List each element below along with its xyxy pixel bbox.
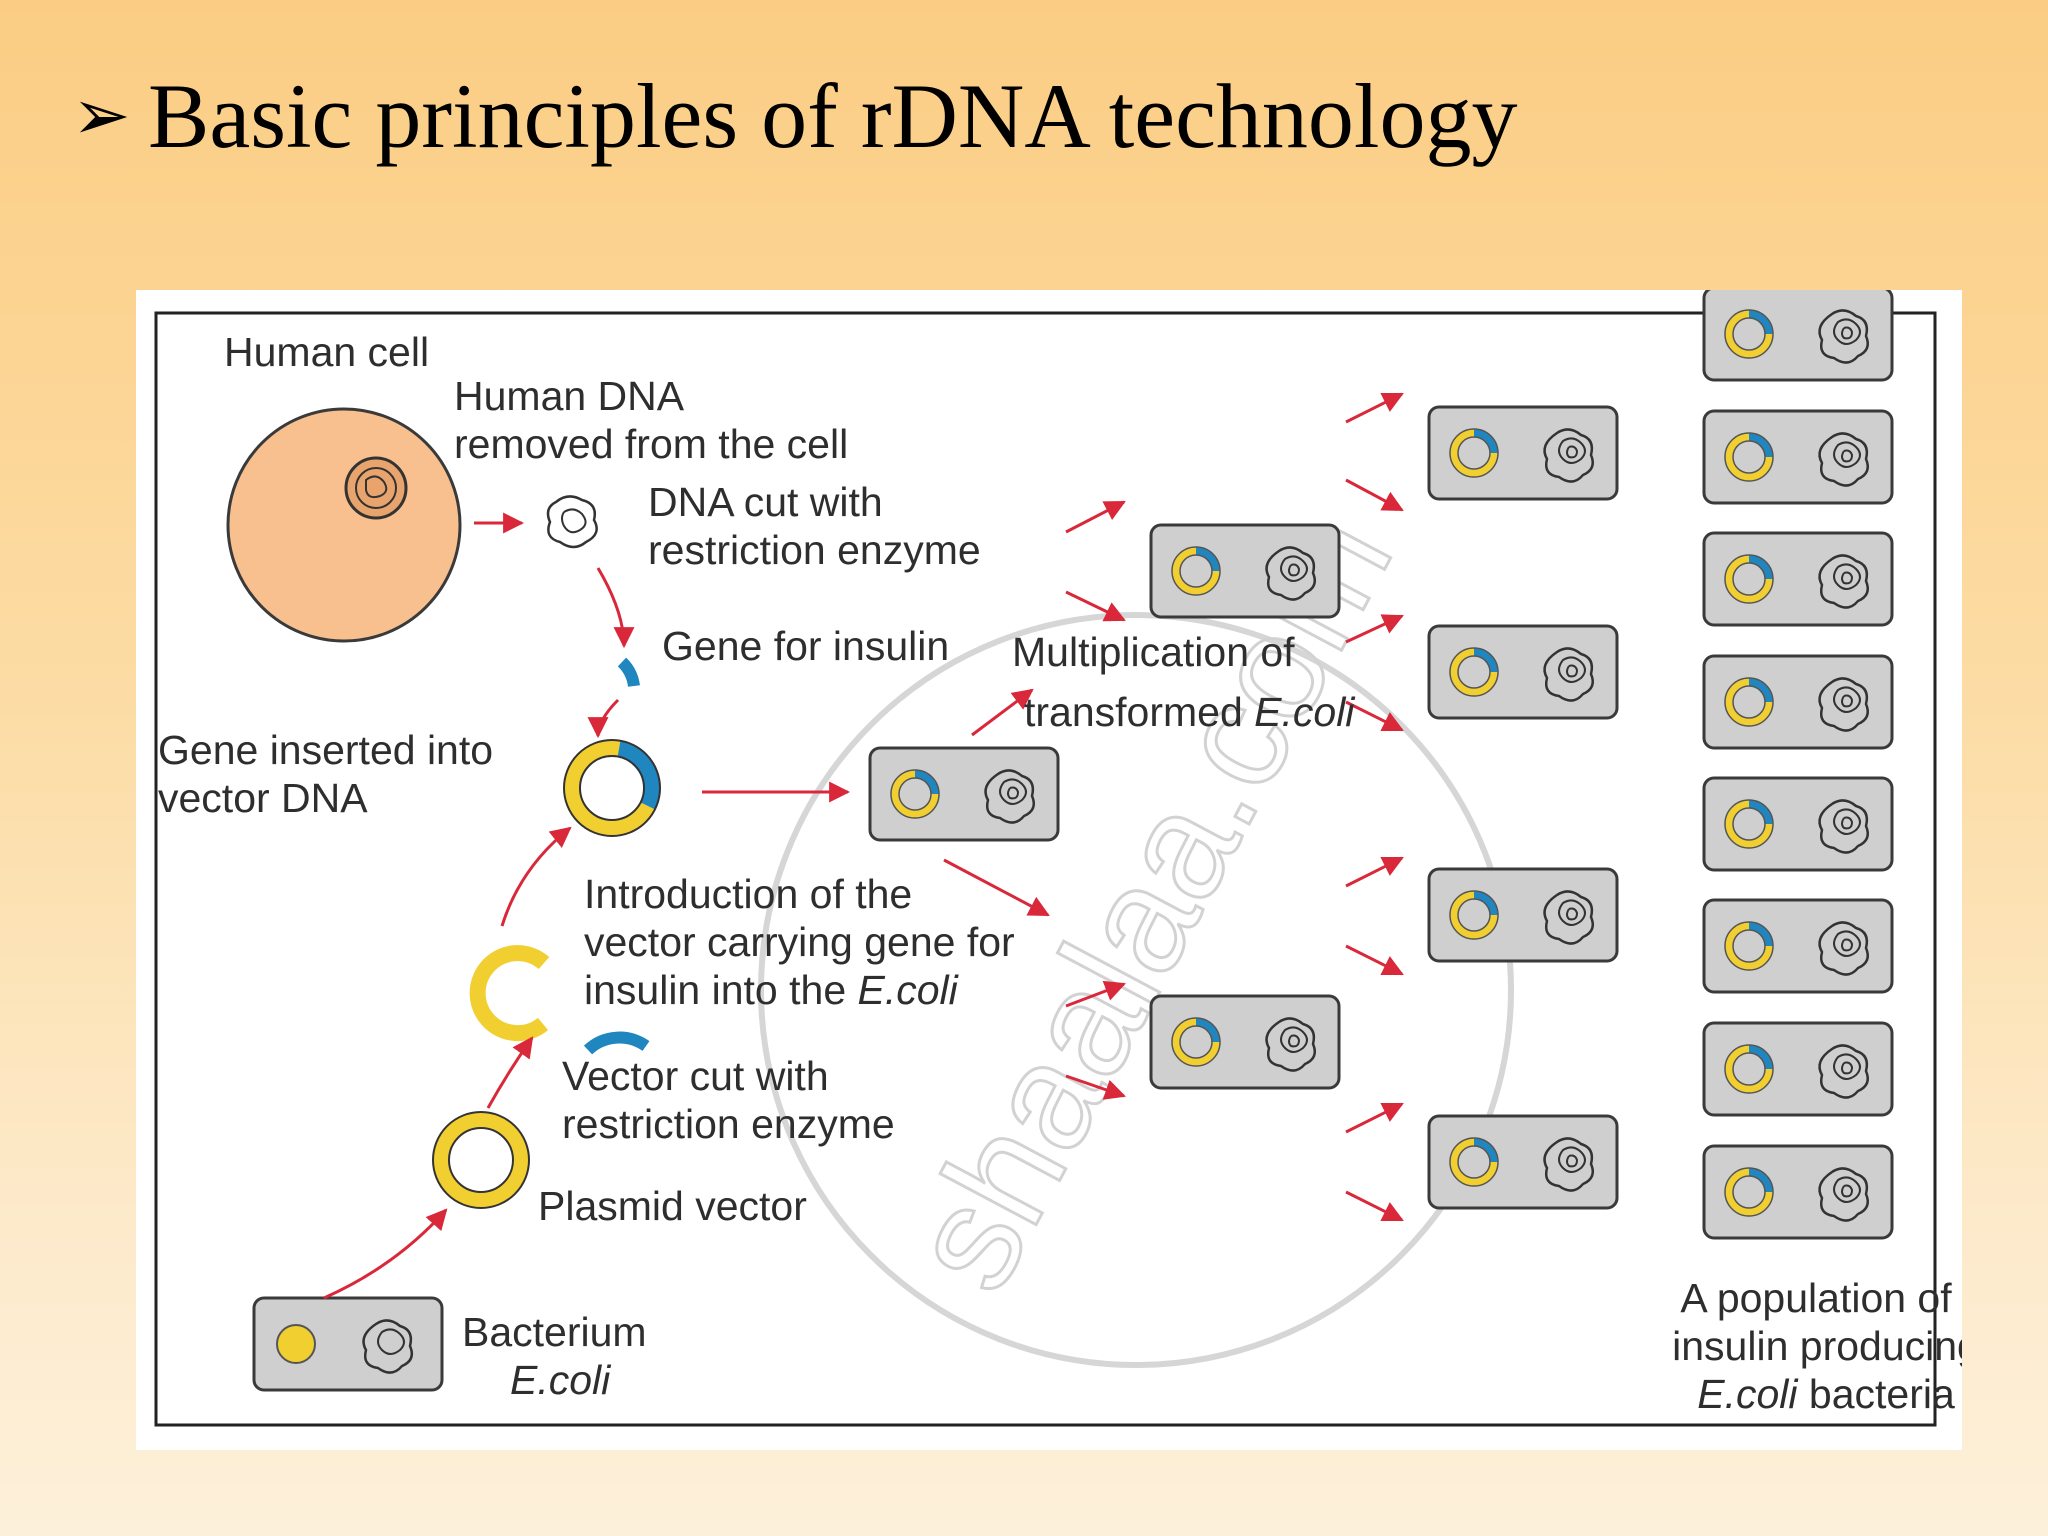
label-gene-inserted-2: vector DNA xyxy=(158,775,368,821)
bacterium-gen3 xyxy=(1704,1023,1892,1115)
label-vector-cut-1: Vector cut with xyxy=(562,1053,829,1099)
label-population-1: A population of xyxy=(1680,1275,1952,1321)
transformed-bacterium xyxy=(870,748,1058,840)
label-population-2: insulin producing xyxy=(1672,1323,1962,1369)
recombinant-plasmid xyxy=(563,739,661,837)
cut-plasmid xyxy=(469,945,550,1042)
arrow-bullet-icon: ➢ xyxy=(72,78,131,155)
label-human-dna-1: Human DNA xyxy=(454,373,685,419)
label-vector-cut-2: restriction enzyme xyxy=(562,1101,895,1147)
insulin-gene-fragment xyxy=(617,657,640,688)
label-population-3: E.coli bacteria xyxy=(1697,1371,1955,1417)
label-dna-cut-1: DNA cut with xyxy=(648,479,883,525)
label-introduction-2: vector carrying gene for xyxy=(584,919,1015,965)
label-multiplication-1: Multiplication of xyxy=(1012,629,1295,675)
rdna-diagram: shaalaa.com xyxy=(136,290,1962,1450)
bacterium-gen3 xyxy=(1704,411,1892,503)
bacterium-gen3 xyxy=(1704,900,1892,992)
label-introduction-3: insulin into the E.coli xyxy=(584,967,960,1013)
human-dna-icon xyxy=(546,495,598,549)
label-human-cell: Human cell xyxy=(224,329,429,375)
rdna-diagram-svg: shaalaa.com xyxy=(154,290,1962,1427)
bacterium-ecoli xyxy=(252,1296,444,1392)
bacterium-gen3 xyxy=(1704,290,1892,380)
bacterium-gen1 xyxy=(1151,525,1339,617)
bacterium-gen2 xyxy=(1429,869,1617,961)
label-bacterium: Bacterium xyxy=(462,1309,647,1355)
label-human-dna-2: removed from the cell xyxy=(454,421,848,467)
bacterium-gen3 xyxy=(1704,656,1892,748)
bacterium-gen2 xyxy=(1429,626,1617,718)
process-arrows xyxy=(323,392,1404,1300)
watermark-text: shaalaa.com xyxy=(876,485,1424,1315)
bacterium-gen3 xyxy=(1704,778,1892,870)
slide-title-text: Basic principles of rDNA technology xyxy=(148,65,1518,167)
bacterium-gen3 xyxy=(1704,1146,1892,1238)
bacterium-gen2 xyxy=(1429,407,1617,499)
label-introduction-1: Introduction of the xyxy=(584,871,912,917)
bacterium-gen2 xyxy=(1429,1116,1617,1208)
bacterium-gen3 xyxy=(1704,533,1892,625)
slide-title: ➢Basic principles of rDNA technology xyxy=(72,65,1518,167)
label-plasmid-vector: Plasmid vector xyxy=(538,1183,807,1229)
vector-gene-fragment xyxy=(583,1031,650,1055)
label-ecoli: E.coli xyxy=(510,1357,612,1403)
label-multiplication-2: transformed E.coli xyxy=(1024,689,1356,735)
label-gene-inserted-1: Gene inserted into xyxy=(158,727,493,773)
plasmid-vector xyxy=(432,1111,530,1209)
label-gene-insulin: Gene for insulin xyxy=(662,623,949,669)
diagram-frame xyxy=(154,311,1937,1427)
human-cell xyxy=(226,407,462,643)
bacterium-gen1 xyxy=(1151,996,1339,1088)
label-dna-cut-2: restriction enzyme xyxy=(648,527,981,573)
